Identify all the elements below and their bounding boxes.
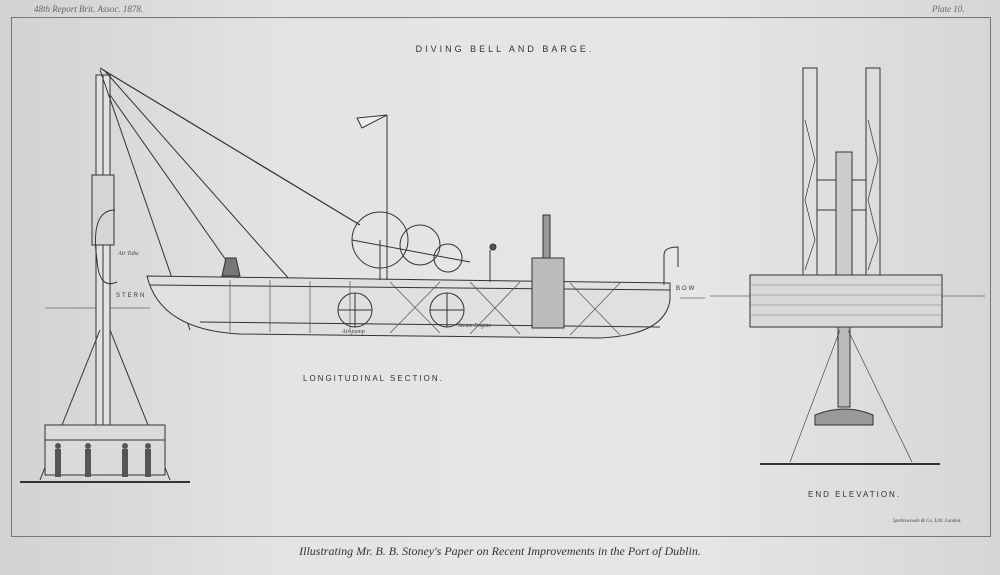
bow-davit xyxy=(663,246,679,285)
label-steam-engine: Steam Engine xyxy=(458,323,492,329)
boiler-funnel xyxy=(531,214,565,329)
divers xyxy=(55,443,151,477)
plate-frame xyxy=(11,17,991,537)
diving-bell-column xyxy=(39,67,361,481)
label-longitudinal-section: LONGITUDINAL SECTION. xyxy=(303,374,444,383)
label-air-pump: Air-pump xyxy=(342,329,365,335)
imprint: Spottiswoode & Co. Lith. London. xyxy=(893,519,962,524)
label-bow: BOW xyxy=(676,286,697,292)
header-left: 48th Report Brit. Assoc. 1878. xyxy=(34,4,144,14)
label-air-tube: Air Tube xyxy=(118,251,139,257)
label-end-elevation: END ELEVATION. xyxy=(808,490,902,499)
end-elevation xyxy=(749,67,943,463)
engine-wheels xyxy=(337,292,465,328)
plate-title: DIVING BELL AND BARGE. xyxy=(415,44,595,54)
capstan xyxy=(221,257,241,277)
barge-hull xyxy=(146,275,671,339)
label-stern: STERN xyxy=(116,293,147,299)
winch-wheels xyxy=(351,114,471,280)
plate-caption: Illustrating Mr. B. B. Stoney's Paper on… xyxy=(299,544,701,558)
header-right: Plate 10. xyxy=(932,4,965,14)
